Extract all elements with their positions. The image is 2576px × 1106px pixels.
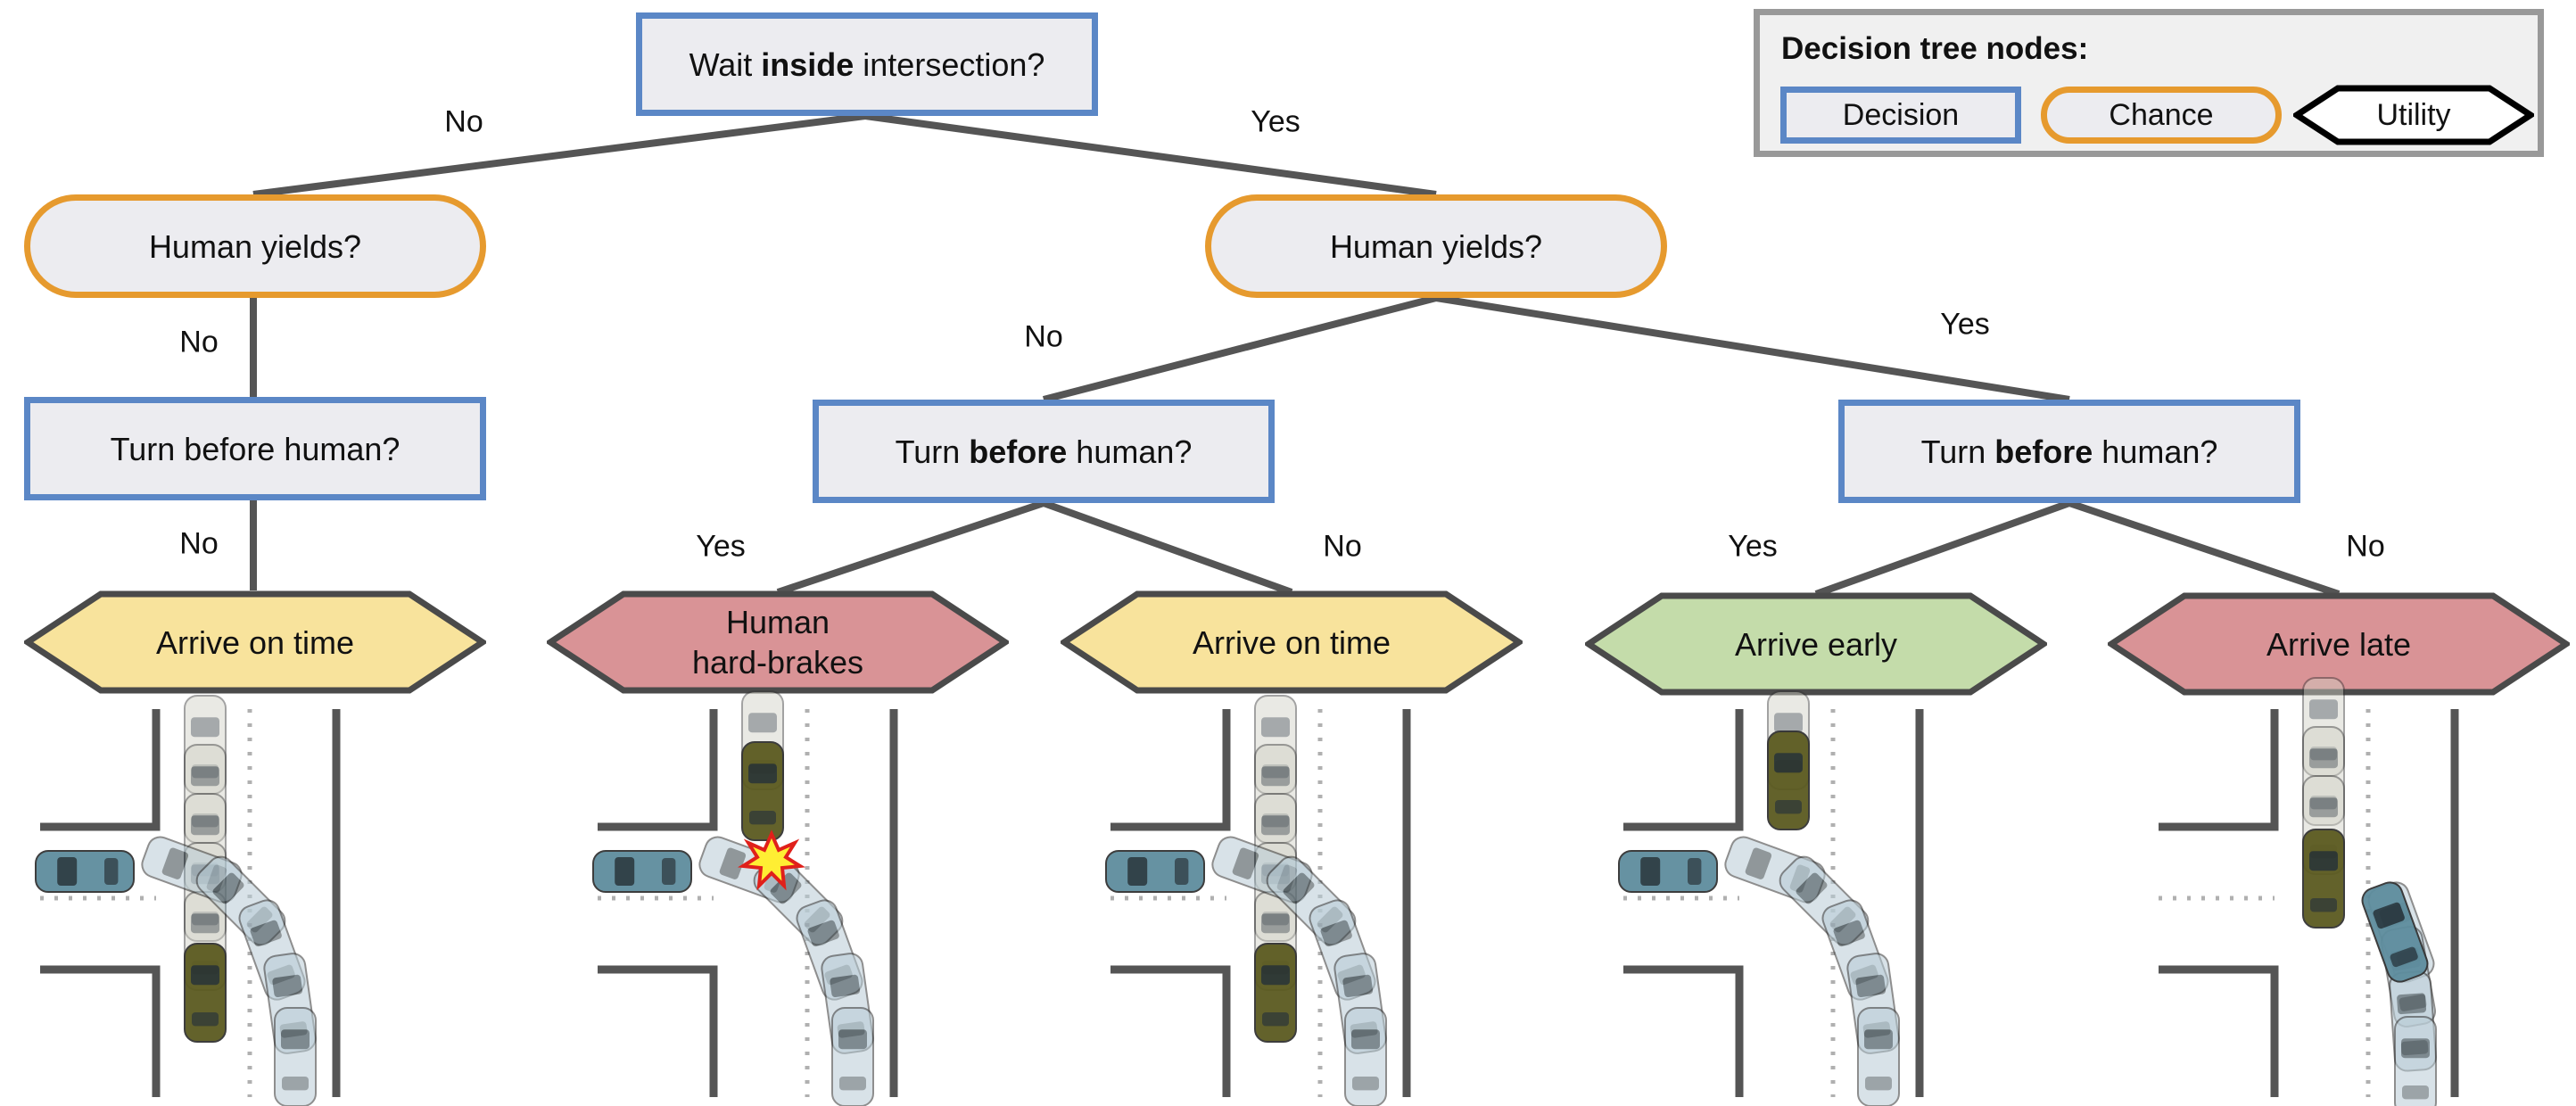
hexagon-shape <box>2293 85 2534 145</box>
hexagon-shape <box>24 590 486 694</box>
robot-car-ghost <box>1344 1007 1387 1106</box>
hexagon-shape <box>2108 592 2570 696</box>
road-edge <box>40 965 161 1097</box>
outcome-label: Arrive early <box>1734 625 1898 663</box>
road-edge <box>2159 965 2279 1097</box>
road-edge <box>598 965 718 1097</box>
outcome-label: Arrive on time <box>155 623 355 661</box>
intersection-scene <box>1105 695 1411 1106</box>
right-decision-label: Turn before human? <box>1920 433 2218 470</box>
outcome-node: Arrive early <box>1585 592 2047 696</box>
robot-car <box>1105 850 1205 893</box>
edge-root-left <box>252 112 866 198</box>
legend-utility-label: Utility <box>2376 97 2451 132</box>
outcome-label: Arrive on time <box>1192 623 1391 661</box>
hexagon-shape <box>1585 592 2047 696</box>
root-decision-label: Wait inside intersection? <box>689 45 1045 83</box>
left-decision-node: Turn before human? <box>24 397 486 500</box>
human-car <box>741 741 784 841</box>
robot-car-ghost <box>2394 1016 2437 1106</box>
road-edge <box>598 709 718 831</box>
mid-decision-label: Turn before human? <box>895 433 1193 470</box>
edge-right-chance-mid <box>1042 294 1438 403</box>
right-chance-node: Human yields? <box>1205 194 1667 298</box>
edge-label-right-decision-no: No <box>2346 529 2385 564</box>
left-chance-node: Human yields? <box>24 194 486 298</box>
legend-chance: Chance <box>2041 87 2282 144</box>
intersection-scene <box>2159 677 2459 1106</box>
hexagon-shape <box>1061 590 1523 694</box>
right-decision-node: Turn before human? <box>1838 400 2300 503</box>
road-edge <box>1623 709 1744 831</box>
outcome-node: Arrive late <box>2108 592 2570 696</box>
human-car-ghost <box>1254 744 1297 844</box>
edge-root-right <box>864 112 1437 198</box>
road-edge <box>1110 709 1231 831</box>
human-car-ghost <box>2302 726 2345 826</box>
legend-utility: Utility <box>2293 85 2534 145</box>
edge-right-outcome5 <box>2068 499 2341 598</box>
legend-decision: Decision <box>1780 87 2021 144</box>
legend: Decision tree nodes: Decision Chance Uti… <box>1754 9 2544 157</box>
edge-label-mid-decision-yes: Yes <box>696 529 746 564</box>
robot-car <box>35 850 135 893</box>
outcome-node: Arrive on time <box>1061 590 1523 694</box>
robot-car-ghost <box>831 1007 874 1106</box>
robot-car <box>2361 881 2429 983</box>
road-edge <box>1623 965 1744 1097</box>
outcome-node: Arrive on time <box>24 590 486 694</box>
edge-label-root-yes: Yes <box>1251 104 1300 139</box>
human-car <box>1767 730 1810 830</box>
edge-label-right-chance-no: No <box>1024 319 1063 354</box>
edge-mid-outcome2 <box>776 499 1045 596</box>
mid-decision-node: Turn before human? <box>813 400 1275 503</box>
edge-label-root-no: No <box>444 104 483 139</box>
road-edge <box>40 709 161 831</box>
outcome-label: Arrive late <box>2266 625 2412 663</box>
hexagon-shape <box>547 590 1009 694</box>
edge-label-mid-decision-no: No <box>1323 529 1362 564</box>
edge-label-right-chance-yes: Yes <box>1940 307 1990 342</box>
road-edge <box>1110 965 1231 1097</box>
human-car-ghost <box>1254 695 1297 795</box>
robot-car-ghost <box>274 1007 317 1106</box>
intersection-scene <box>35 695 341 1106</box>
human-car-ghost <box>184 695 227 795</box>
legend-title: Decision tree nodes: <box>1781 31 2089 66</box>
edge-right-chance-right <box>1435 294 2070 403</box>
edge-label-left-chance-no: No <box>179 325 219 359</box>
human-car <box>2302 829 2345 929</box>
edge-mid-outcome3 <box>1042 499 1293 596</box>
human-car <box>1254 943 1297 1043</box>
robot-car <box>1618 850 1718 893</box>
road-edge <box>2159 709 2279 831</box>
human-car-ghost <box>2302 677 2345 777</box>
collision-burst-icon <box>737 830 806 891</box>
edge-label-left-decision-no: No <box>179 526 219 561</box>
robot-car <box>592 850 692 893</box>
intersection-scene <box>592 690 898 1106</box>
human-car <box>184 943 227 1043</box>
root-decision-node: Wait inside intersection? <box>636 12 1098 116</box>
robot-car-ghost <box>1857 1007 1900 1106</box>
edge-label-right-decision-yes: Yes <box>1728 529 1778 564</box>
intersection-scene <box>1618 690 1924 1106</box>
edge-right-outcome4 <box>1814 499 2071 598</box>
human-car-ghost <box>184 744 227 844</box>
